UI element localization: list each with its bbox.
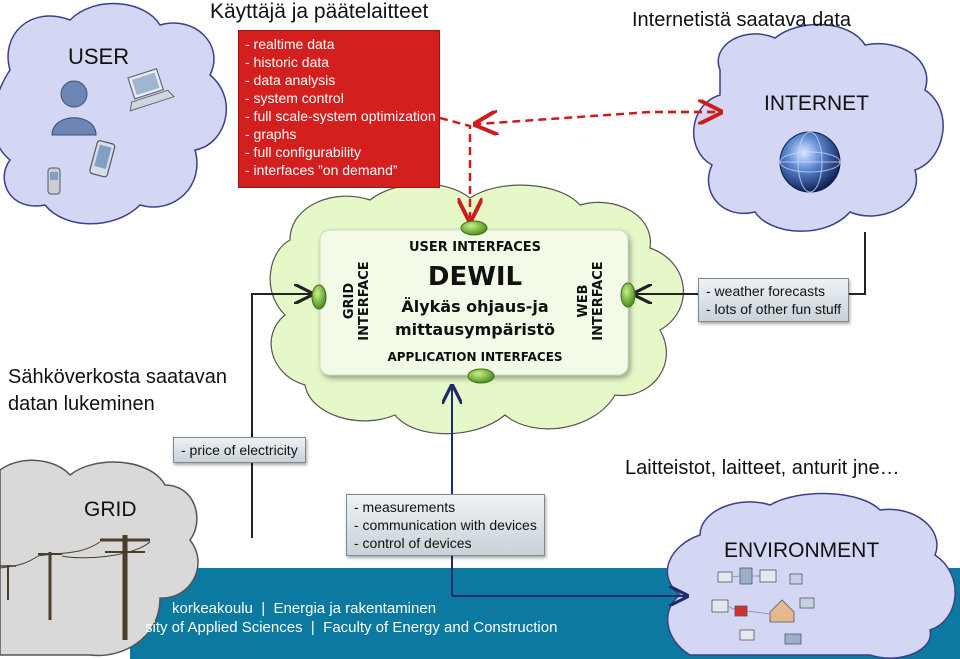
grid-cloud-label: GRID	[84, 498, 137, 521]
grid-interface-node	[311, 284, 327, 310]
user-interfaces-label: USER INTERFACES	[408, 240, 542, 255]
web-interface-label: WEB INTERFACE	[576, 256, 608, 346]
web-interface-node	[620, 282, 636, 308]
internet-info-box: - weather forecasts - lots of other fun …	[698, 278, 850, 322]
environment-info-item: - communication with devices	[354, 517, 537, 533]
feature-item: - historic data	[245, 54, 330, 70]
user-cloud-label: USER	[68, 44, 130, 69]
environment-info-item: - control of devices	[354, 535, 472, 551]
environment-info-item: - measurements	[354, 499, 456, 515]
grid-section-title-line1: Sähköverkosta saatavan	[8, 366, 228, 388]
footer-line-2: sity of Applied Sciences | Faculty of En…	[145, 619, 558, 636]
feature-list-box: - realtime data - historic data - data a…	[238, 30, 440, 188]
internet-cloud	[692, 23, 944, 232]
red-dashed-arrow-right	[478, 112, 651, 124]
internet-section-title: Internetistä saatava data	[632, 9, 852, 31]
power-pole-icon	[0, 535, 151, 640]
internet-info-item: - lots of other fun stuff	[706, 301, 842, 317]
environment-cloud-label: ENVIRONMENT	[724, 539, 880, 562]
grid-interface-label: GRID INTERFACE	[342, 256, 374, 346]
dewil-subtitle-line1: Älykäs ohjaus-ja	[401, 297, 549, 316]
environment-info-box: - measurements - communication with devi…	[346, 494, 545, 556]
feature-item: - data analysis	[245, 72, 336, 88]
web-interface-label-line2: INTERFACE	[591, 261, 606, 341]
smartphone-icon	[89, 140, 116, 178]
internet-info-item: - weather forecasts	[706, 283, 826, 299]
devices-cluster-icon	[711, 567, 815, 645]
grid-interface-label-line1: GRID	[342, 282, 357, 320]
feature-item: - system control	[245, 90, 344, 106]
grid-info-box: - price of electricity	[173, 437, 306, 463]
user-cloud	[0, 2, 228, 225]
web-interface-label-line1: WEB	[576, 284, 591, 318]
feature-item: - graphs	[245, 126, 297, 142]
user-section-title: Käyttäjä ja päätelaitteet	[210, 0, 429, 23]
dewil-subtitle-line2: mittausympäristö	[394, 320, 556, 339]
grid-section-title-line2: datan lukeminen	[8, 393, 155, 415]
red-dashed-arrow-left	[439, 116, 470, 218]
feature-item: - interfaces ”on demand”	[245, 162, 398, 178]
grid-info-item: - price of electricity	[181, 442, 298, 458]
environment-cloud	[666, 492, 956, 659]
user-person-icon	[51, 80, 97, 136]
mobile-phone-icon	[47, 167, 61, 195]
dewil-title: DEWIL	[427, 262, 523, 292]
environment-section-title: Laitteistot, laitteet, anturit jne…	[625, 457, 900, 479]
application-interfaces-label: APPLICATION INTERFACES	[387, 350, 563, 364]
laptop-icon	[127, 67, 175, 112]
footer-line-1: korkeakoulu | Energia ja rakentaminen	[172, 600, 437, 617]
grid-interface-label-line2: INTERFACE	[357, 261, 372, 341]
feature-item: - realtime data	[245, 36, 335, 52]
user-interface-node	[460, 220, 488, 236]
application-interface-node	[467, 368, 495, 384]
globe-icon	[779, 131, 841, 193]
feature-item: - full scale-system optimization	[245, 108, 436, 124]
internet-cloud-label: INTERNET	[764, 92, 869, 115]
feature-item: - full configurability	[245, 144, 361, 160]
